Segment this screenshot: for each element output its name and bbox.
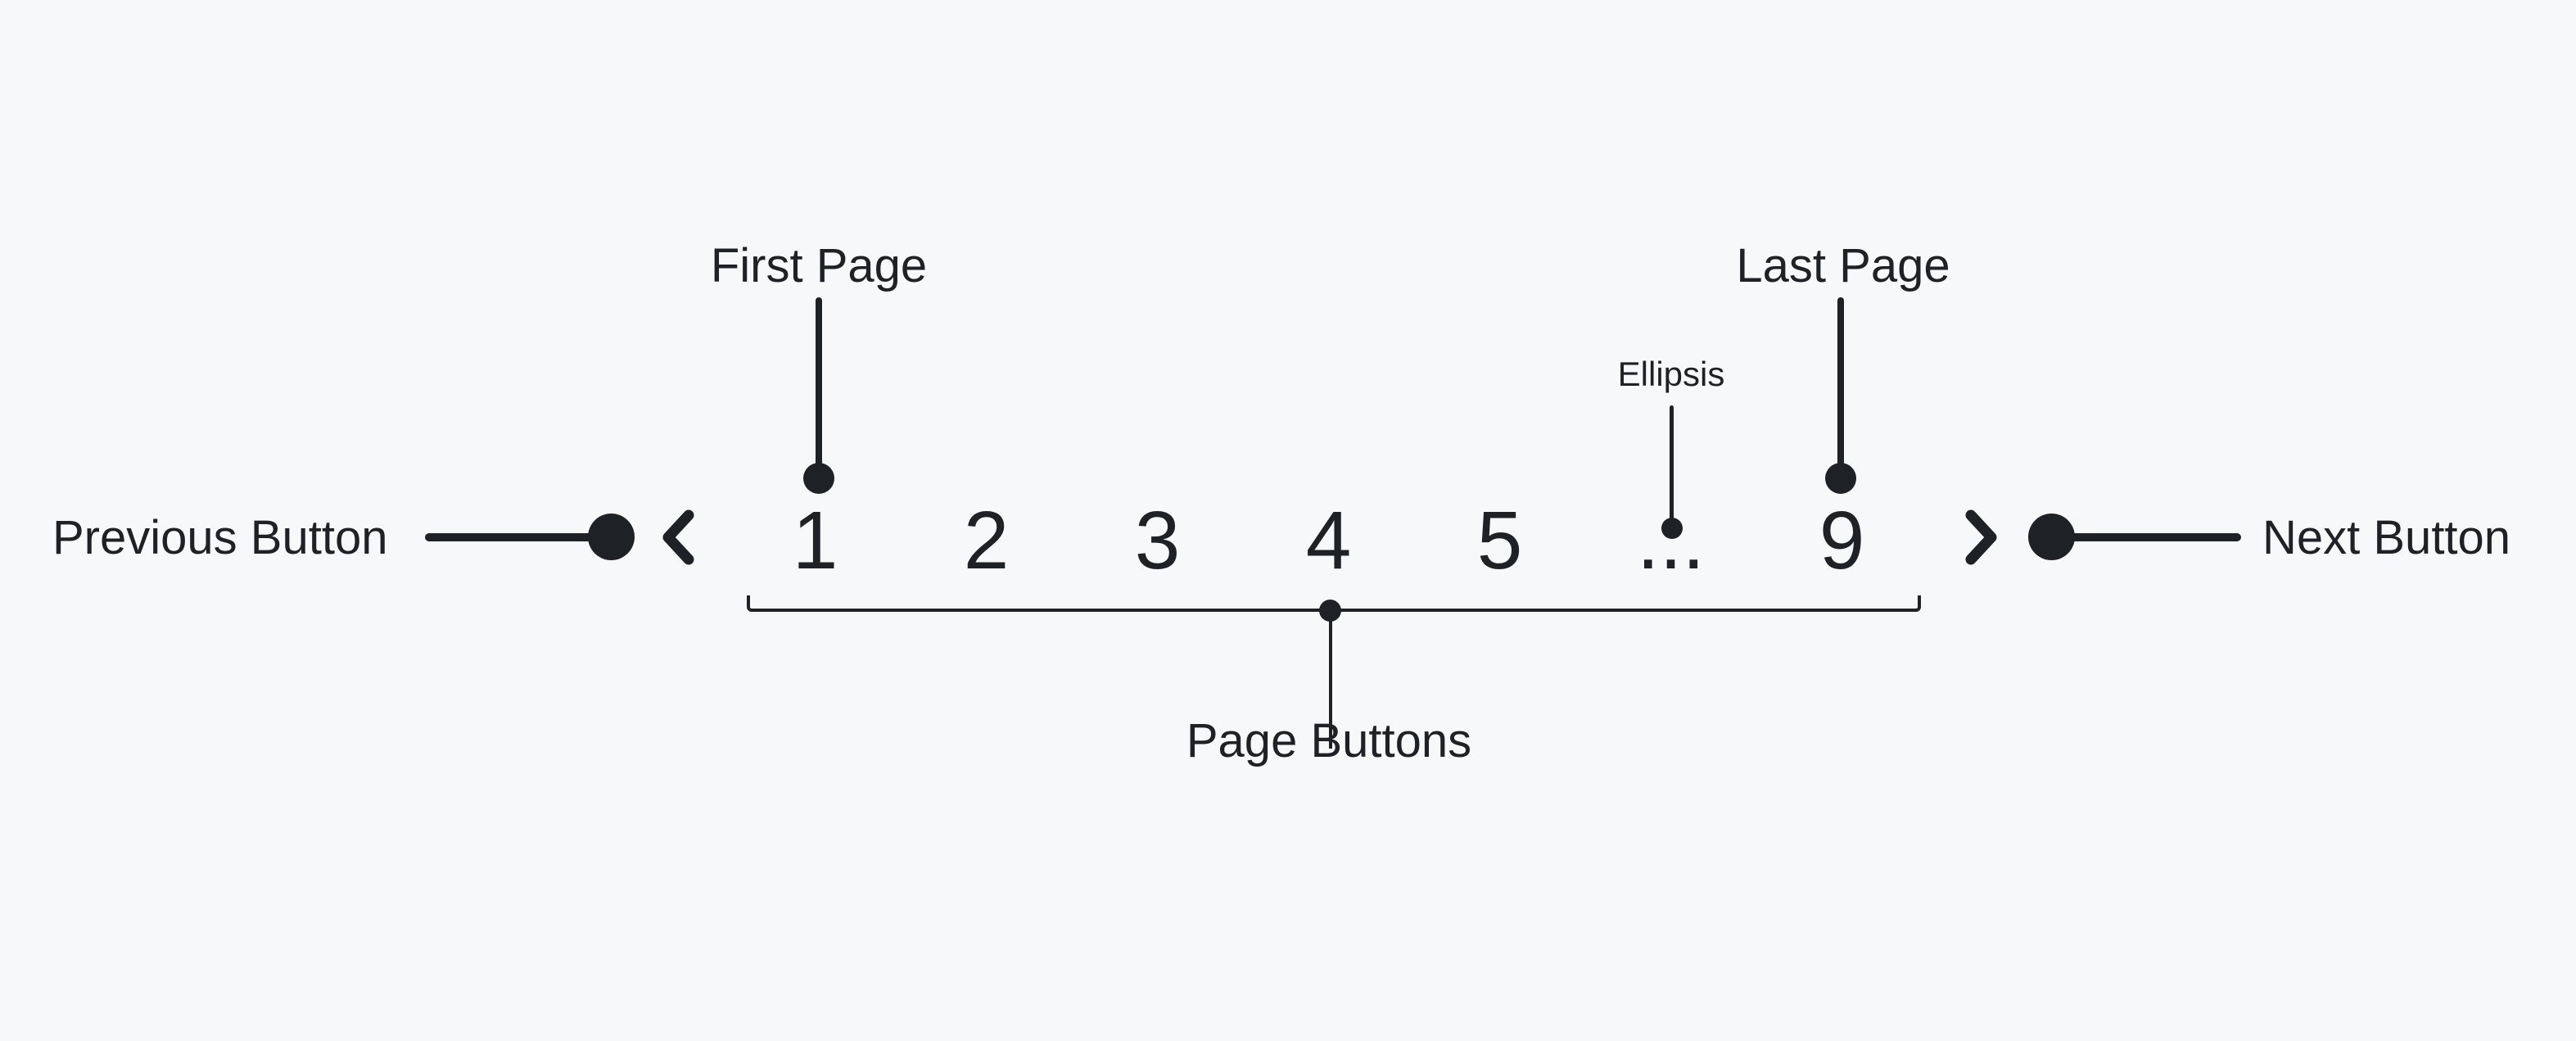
previous-callout-dot xyxy=(588,514,635,560)
chevron-right-icon xyxy=(1964,509,2000,566)
page-button-2[interactable]: 2 xyxy=(963,495,1010,586)
page-button-1[interactable]: 1 xyxy=(792,495,838,586)
previous-callout-line xyxy=(425,533,612,541)
last-page-callout-dot xyxy=(1825,463,1856,494)
next-page-button[interactable] xyxy=(1964,509,2000,566)
chevron-left-icon xyxy=(659,509,696,566)
ellipsis-label: Ellipsis xyxy=(1617,355,1725,393)
page-button-3[interactable]: 3 xyxy=(1134,495,1181,586)
page-buttons-row: 1 2 3 4 5 ... 9 xyxy=(730,500,1927,582)
page-buttons-label: Page Buttons xyxy=(1186,714,1472,767)
next-callout-dot xyxy=(2028,514,2075,560)
ellipsis-callout-line xyxy=(1670,405,1674,520)
last-page-label: Last Page xyxy=(1736,239,1950,292)
page-button-4[interactable]: 4 xyxy=(1305,495,1352,586)
previous-button-label: Previous Button xyxy=(52,511,388,564)
next-callout-line xyxy=(2068,533,2241,541)
first-page-label: First Page xyxy=(710,239,928,292)
next-button-label: Next Button xyxy=(2262,511,2511,564)
page-button-9[interactable]: 9 xyxy=(1819,495,1865,586)
previous-page-button[interactable] xyxy=(659,509,696,566)
ellipsis-callout-dot xyxy=(1661,518,1683,539)
page-buttons-callout-line xyxy=(1329,613,1332,749)
page-button-5[interactable]: 5 xyxy=(1476,495,1523,586)
last-page-callout-line xyxy=(1837,297,1844,469)
first-page-callout-line xyxy=(816,297,822,469)
first-page-callout-dot xyxy=(803,463,834,494)
